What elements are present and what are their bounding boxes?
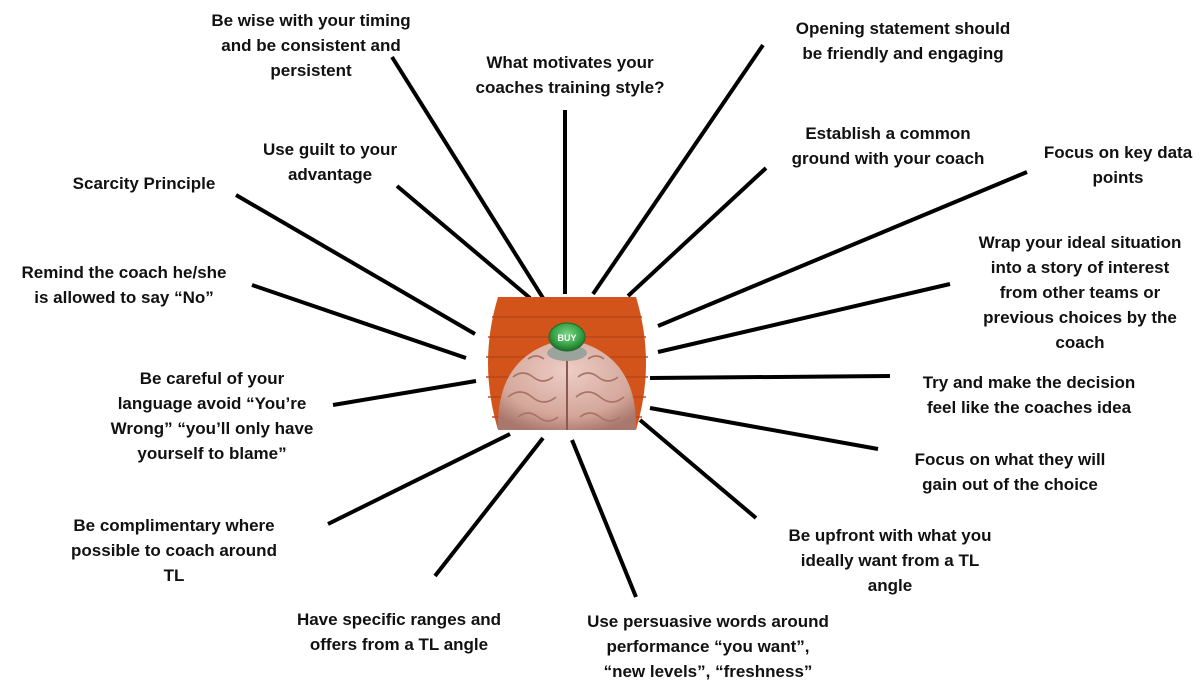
- label-upfront: Be upfront with what you ideally want fr…: [788, 526, 992, 595]
- label-story: Wrap your ideal situation into a story o…: [978, 233, 1182, 352]
- spoke-line-common-ground: [626, 166, 768, 298]
- spoke-line-scarcity: [234, 193, 477, 336]
- label-ranges: Have specific ranges and offers from a T…: [296, 610, 502, 654]
- spoke-line-opening: [591, 43, 765, 296]
- spoke-line-say-no: [251, 283, 467, 360]
- label-guilt: Use guilt to your advantage: [262, 140, 398, 184]
- label-language: Be careful of your language avoid “You’r…: [110, 369, 314, 463]
- label-persuasive: Use persuasive words around performance …: [587, 612, 829, 681]
- label-scarcity: Scarcity Principle: [72, 174, 216, 193]
- label-complimentary: Be complimentary where possible to coach…: [71, 516, 277, 585]
- spoke-line-persuasive: [570, 439, 638, 598]
- label-timing: Be wise with your timing and be consiste…: [211, 11, 411, 80]
- label-common-ground: Establish a common ground with your coac…: [791, 124, 985, 168]
- spoke-line-data-points: [657, 170, 1028, 328]
- label-gain: Focus on what they will gain out of the …: [914, 450, 1106, 494]
- spoke-line-language: [332, 379, 477, 407]
- label-motivates: What motivates your coaches training sty…: [475, 53, 665, 97]
- label-coaches-idea: Try and make the decision feel like the …: [922, 373, 1136, 417]
- label-say-no: Remind the coach he/she is allowed to sa…: [21, 263, 227, 307]
- buy-button-text: BUY: [557, 333, 576, 343]
- spoke-line-coaches-idea: [649, 374, 891, 380]
- center-brain-image: BUY: [486, 297, 648, 430]
- spoke-line-ranges: [433, 436, 545, 578]
- spoke-line-guilt: [395, 184, 532, 300]
- spoke-line-gain: [649, 406, 879, 451]
- label-opening: Opening statement should be friendly and…: [795, 19, 1011, 63]
- spoke-line-story: [657, 282, 951, 354]
- spoke-line-upfront: [638, 418, 758, 520]
- spoke-line-complimentary: [327, 432, 511, 526]
- spoke-line-timing: [390, 55, 545, 300]
- label-data-points: Focus on key data points: [1043, 143, 1193, 187]
